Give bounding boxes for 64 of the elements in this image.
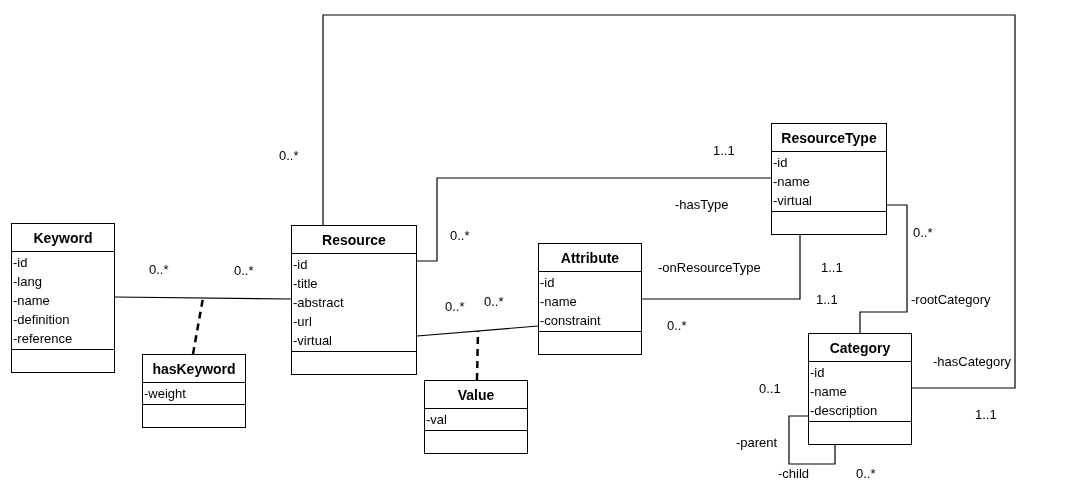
association-line (322, 14, 1016, 389)
class-name: hasKeyword (152, 360, 236, 377)
class-box (424, 380, 528, 454)
class-name: Keyword (33, 229, 93, 246)
multiplicity-label: 0..* (279, 148, 299, 163)
multiplicity-label: 1..1 (816, 292, 838, 307)
class-name: Value (457, 386, 495, 403)
multiplicity-label: 0..* (484, 294, 504, 309)
attribute-text: -id (13, 254, 28, 272)
attribute-text: -title (293, 275, 318, 293)
role-label: -rootCategory (911, 292, 991, 307)
multiplicity-label: 1..1 (821, 260, 843, 275)
attribute-text: -name (810, 383, 847, 401)
association-line (641, 234, 801, 300)
class-box (11, 223, 115, 373)
class-name: ResourceType (781, 129, 877, 146)
attribute-text: -id (540, 274, 555, 292)
multiplicity-label: 0..* (445, 299, 465, 314)
role-label: -onResourceType (658, 260, 761, 275)
class-name: Resource (322, 231, 386, 248)
attribute-text: -url (293, 313, 312, 331)
attribute-text: -name (773, 173, 810, 191)
attribute-text: -name (13, 292, 50, 310)
multiplicity-label: 0..* (234, 263, 254, 278)
role-label: -hasCategory (933, 354, 1012, 369)
class-box (808, 333, 912, 445)
attribute-text: -virtual (773, 192, 812, 210)
multiplicity-label: 0..* (856, 466, 876, 481)
multiplicity-label: 0..* (149, 262, 169, 277)
association-class-link (475, 330, 480, 381)
role-label: -hasType (675, 197, 729, 212)
class-name: Category (829, 339, 891, 356)
attribute-text: -description (810, 402, 878, 420)
association-line (859, 204, 908, 334)
attribute-text: -weight (144, 385, 186, 403)
attribute-text: -definition (13, 311, 70, 329)
multiplicity-label: 0..* (450, 228, 470, 243)
multiplicity-label: 1..1 (713, 143, 735, 158)
attribute-text: -id (810, 364, 825, 382)
multiplicity-label: 0..1 (759, 381, 781, 396)
attribute-text: -name (540, 293, 577, 311)
class-name: Attribute (560, 249, 620, 266)
class-box (291, 225, 417, 375)
attribute-text: -id (293, 256, 308, 274)
association-line (114, 296, 292, 300)
role-label: -parent (736, 435, 778, 450)
attribute-text: -virtual (293, 332, 332, 350)
association-line (416, 325, 539, 337)
class-box (771, 123, 887, 235)
association-line (416, 177, 772, 262)
multiplicity-label: 0..* (667, 318, 687, 333)
multiplicity-label: 1..1 (975, 407, 997, 422)
role-label: -child (778, 466, 810, 481)
attribute-text: -lang (13, 273, 42, 291)
class-box (538, 243, 642, 355)
attribute-text: -abstract (293, 294, 344, 312)
attribute-text: -reference (13, 330, 73, 348)
attribute-text: -val (426, 411, 447, 429)
multiplicity-label: 0..* (913, 225, 933, 240)
class-box (142, 354, 246, 428)
attribute-text: -constraint (540, 312, 601, 330)
association-class-link (191, 297, 205, 355)
attribute-text: -id (773, 154, 788, 172)
self-association-line (788, 415, 836, 465)
